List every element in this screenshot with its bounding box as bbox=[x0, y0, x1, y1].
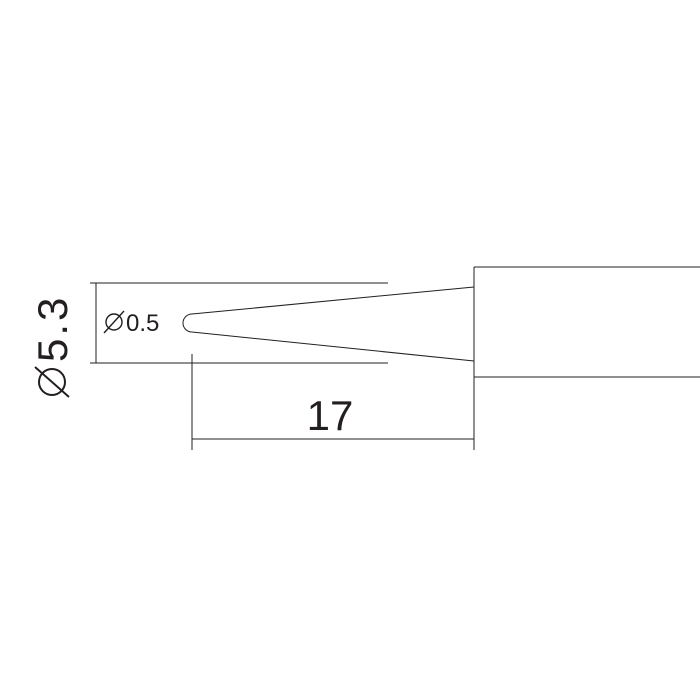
diameter-symbol-slash-small bbox=[103, 310, 125, 334]
tip-diameter-dimension: 0.5 bbox=[103, 310, 159, 337]
taper-length-dimension: 17 bbox=[191, 354, 475, 450]
diameter-symbol-slash bbox=[34, 366, 70, 398]
tip-diameter-label: 0.5 bbox=[126, 310, 159, 337]
taper-length-label: 17 bbox=[307, 392, 354, 439]
taper-bottom-edge bbox=[191, 331, 475, 362]
taper-top-edge bbox=[191, 286, 475, 315]
tip-shaft bbox=[473, 266, 700, 378]
diameter-symbol-circle bbox=[38, 368, 66, 396]
diameter-symbol-circle-small bbox=[105, 313, 123, 331]
tip-point-arc bbox=[182, 313, 193, 333]
overall-diameter-label: 5.3 bbox=[29, 295, 76, 362]
overall-diameter-dimension: 5.3 bbox=[29, 282, 388, 398]
tip-taper bbox=[182, 286, 475, 362]
